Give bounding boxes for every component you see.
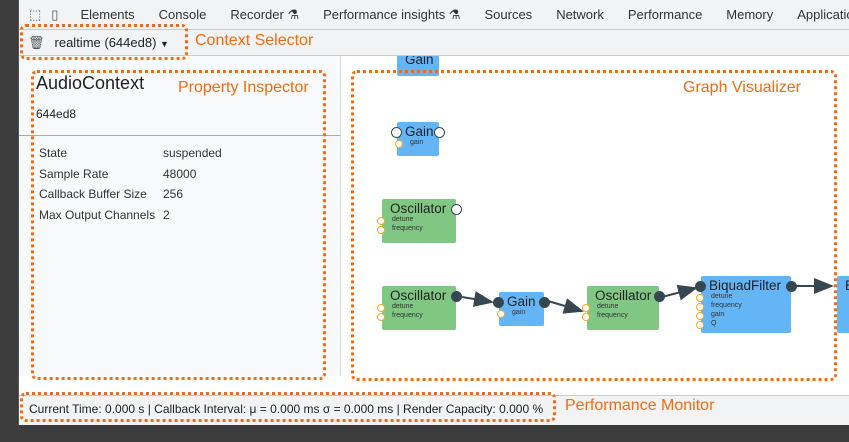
tab-sources[interactable]: Sources xyxy=(484,7,533,22)
divider xyxy=(19,135,340,136)
annotation-label: Performance Monitor xyxy=(565,397,715,414)
context-id: 644ed8 xyxy=(36,107,77,121)
graph-edges xyxy=(461,278,834,314)
chevron-down-icon: ▼ xyxy=(160,39,169,49)
annotation-graph-visualizer xyxy=(351,70,837,381)
context-selector-value: realtime (644ed8) xyxy=(54,35,157,50)
annotation-label: Context Selector xyxy=(195,32,314,49)
annotation-performance-monitor xyxy=(20,392,556,422)
context-toolbar: 🗑 realtime (644ed8) ▼ xyxy=(19,30,849,56)
tab-console[interactable]: Console xyxy=(158,7,207,22)
device-toolbar-icon[interactable]: ▯ xyxy=(51,6,59,22)
edge xyxy=(547,298,584,314)
edge xyxy=(461,291,494,307)
context-selector[interactable]: realtime (644ed8) ▼ xyxy=(55,35,169,50)
biquad-filter-node[interactable]: B xyxy=(837,276,849,333)
tab-performance-insights[interactable]: Performance insights ⚗ xyxy=(323,6,461,22)
annotation-label: Graph Visualizer xyxy=(683,79,801,96)
inspector-title: AudioContext xyxy=(36,73,145,93)
annotation-property-inspector xyxy=(31,70,326,380)
annotation-context-selector xyxy=(20,24,188,60)
tab-application[interactable]: Application xyxy=(797,7,849,22)
tab-recorder[interactable]: Recorder ⚗ xyxy=(230,6,300,22)
tab-network[interactable]: Network xyxy=(556,7,604,22)
tab-performance[interactable]: Performance xyxy=(627,7,703,22)
tab-memory[interactable]: Memory xyxy=(726,7,774,22)
tab-elements[interactable]: Elements xyxy=(80,7,135,22)
edge xyxy=(661,284,698,301)
inspect-element-icon[interactable]: ⬚ xyxy=(29,6,42,22)
trash-icon[interactable]: 🗑 xyxy=(28,34,45,50)
annotation-label: Property Inspector xyxy=(178,79,309,96)
